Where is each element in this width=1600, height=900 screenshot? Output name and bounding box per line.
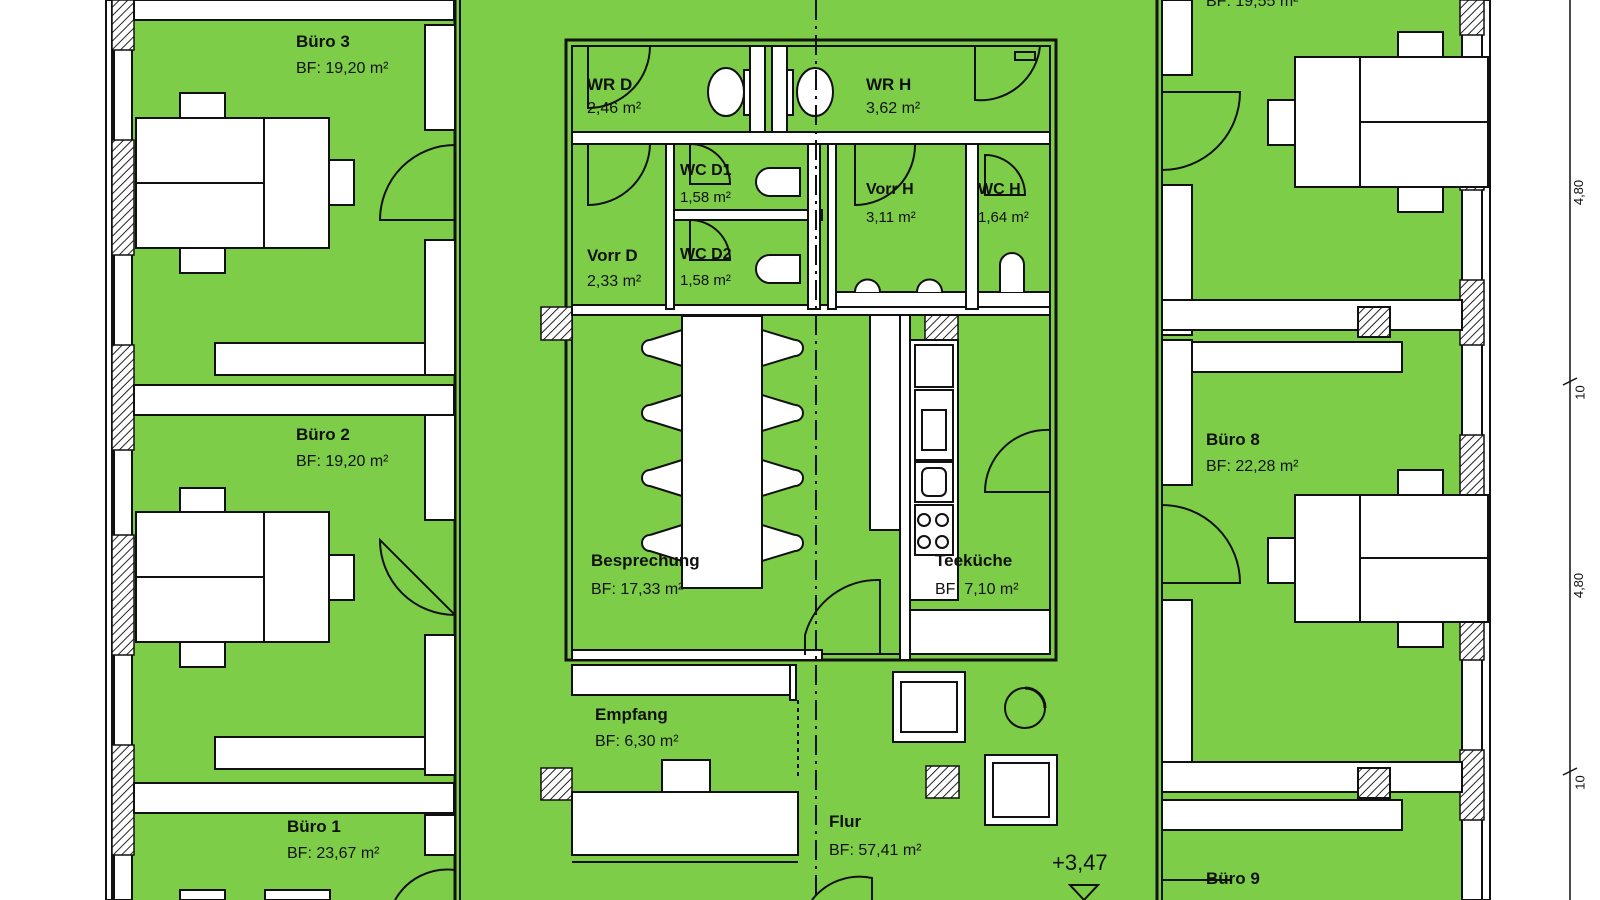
room-area-flur: BF: 57,41 m²: [829, 842, 922, 859]
room-area-empfang: BF: 6,30 m²: [595, 733, 679, 750]
facade-left: [105, 0, 135, 900]
right-partitions: [1161, 0, 1463, 831]
room-name-wc-h: WC H: [978, 181, 1021, 198]
room-area-buero7: BF: 19,55 m²: [1206, 0, 1299, 10]
room-area-buero3: BF: 19,20 m²: [296, 60, 389, 77]
room-area-teekueche: BF: 7,10 m²: [935, 581, 1019, 598]
elevation-label: +3,47: [1052, 850, 1108, 875]
room-area-vorr-d: 2,33 m²: [587, 273, 642, 290]
room-area-vorr-h: 3,11 m²: [866, 209, 916, 226]
room-area-buero8: BF: 22,28 m²: [1206, 458, 1299, 475]
meeting-table: [681, 315, 763, 589]
room-name-buero2: Büro 2: [296, 425, 350, 444]
room-area-buero2: BF: 19,20 m²: [296, 453, 389, 470]
room-name-wc-d2: WC D2: [680, 246, 732, 263]
room-name-buero1: Büro 1: [287, 817, 341, 836]
dimension-label-1: 4,80: [1571, 179, 1587, 206]
left-partitions: [133, 0, 456, 856]
room-name-buero9: Büro 9: [1206, 869, 1260, 888]
meeting-door: [804, 578, 881, 655]
room-name-vorr-h: Vorr H: [866, 181, 914, 198]
reception: [571, 664, 799, 863]
room-name-teekueche: Teeküche: [935, 551, 1013, 570]
wc-partitions: [571, 45, 1051, 316]
left-desks: [135, 92, 355, 900]
right-doors: [1161, 91, 1242, 881]
level-marker: [1067, 884, 1101, 900]
dimension-label-3: 4,80: [1571, 572, 1587, 599]
room-area-wr-d: 2,46 m²: [587, 100, 642, 117]
room-name-flur: Flur: [829, 812, 862, 831]
room-area-wr-h: 3,62 m²: [866, 100, 921, 117]
dimension-label-4: 10: [1572, 775, 1588, 790]
flur-door: [811, 875, 873, 900]
room-area-wc-d1: 1,58 m²: [680, 189, 731, 206]
room-area-besprechung: BF: 17,33 m²: [591, 581, 684, 598]
right-desks: [1267, 31, 1489, 648]
room-name-vorr-d: Vorr D: [587, 246, 638, 265]
room-name-wr-d: WR D: [587, 75, 633, 94]
room-name-wc-d1: WC D1: [680, 162, 732, 179]
lounge-chairs: [892, 671, 1058, 826]
room-name-buero3: Büro 3: [296, 32, 350, 51]
sanitary-fixtures: [707, 51, 1036, 293]
dimension-line: [1562, 0, 1578, 900]
room-name-empfang: Empfang: [595, 705, 668, 724]
wc-doors: [587, 45, 1041, 261]
dimension-label-2: 10: [1572, 385, 1588, 400]
left-doors: [378, 144, 456, 900]
room-area-buero1: BF: 23,67 m²: [287, 845, 380, 862]
room-area-wc-d2: 1,58 m²: [680, 272, 731, 289]
meeting-chairs: [641, 328, 804, 563]
room-name-wr-h: WR H: [866, 75, 912, 94]
room-name-besprechung: Besprechung: [591, 551, 700, 570]
kitchen-counter: [909, 339, 1051, 655]
room-area-wc-h: 1,64 m²: [978, 209, 1029, 226]
kitchen-door: [983, 428, 1051, 493]
room-name-buero8: Büro 8: [1206, 430, 1260, 449]
